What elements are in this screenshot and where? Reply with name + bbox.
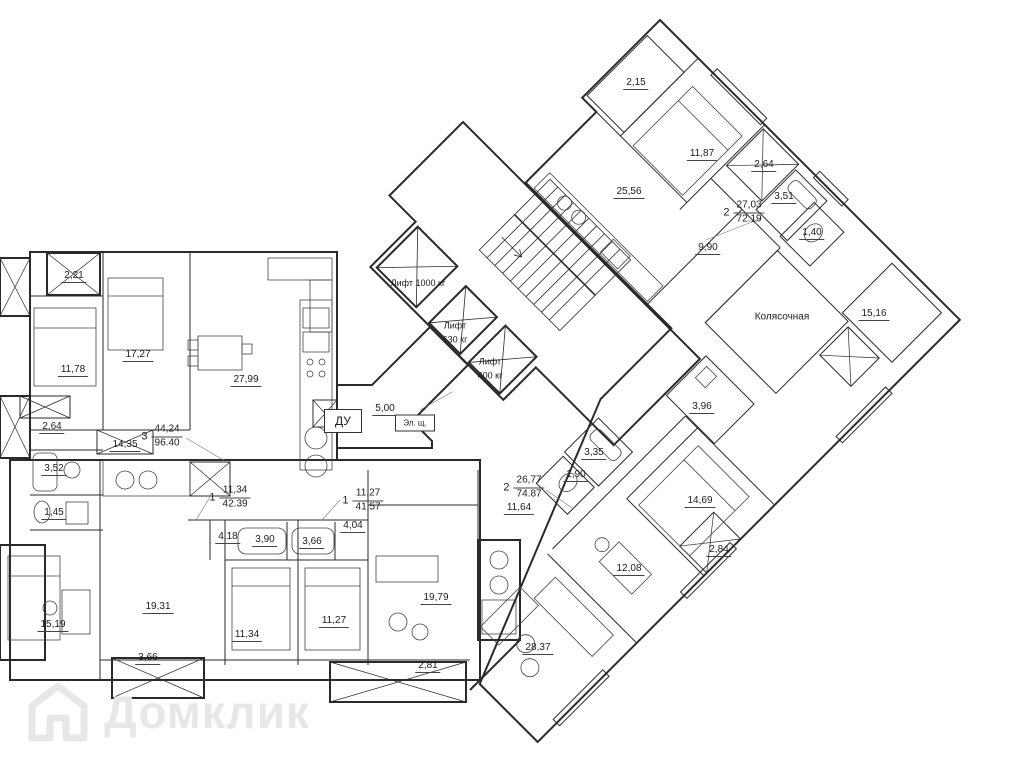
apartment-living-area: 11,27 — [352, 488, 384, 501]
room-area-balcony-366: 3,66 — [135, 653, 161, 665]
room-area-closet-264: 2,64 — [39, 422, 65, 434]
room-area-balcony-281: 2,81 — [415, 661, 441, 673]
room-area-kitchen-living-1931: 19,31 — [142, 602, 174, 614]
room-area-wc-190: 1,90 — [563, 470, 589, 482]
apartment-total-area: 42.39 — [222, 498, 248, 509]
elevator-label: Лифт 1000 кг — [390, 277, 446, 288]
staircase — [478, 178, 632, 332]
room-area-closet-264b: 2,64 — [751, 160, 777, 172]
apartment-rooms-count: 1 — [209, 491, 216, 503]
watermark-brand: Домклик — [104, 686, 310, 738]
room-area-room-1519: 15,19 — [37, 620, 69, 632]
left-wing-furniture — [7, 257, 517, 651]
right-wing — [478, 18, 962, 744]
apartment-living-area: 11,34 — [219, 485, 251, 498]
leader-lines — [419, 217, 763, 509]
room-area-bedroom-1134: 11,34 — [231, 630, 263, 642]
room-area-hall-396: 3,96 — [689, 402, 715, 414]
du-box-label: ДУ — [324, 409, 362, 433]
room-area-bath-335: 3,35 — [581, 448, 607, 460]
elevator-1000kg-shaft — [375, 225, 459, 309]
apartment-total-area: 72.19 — [736, 213, 762, 224]
room-area-hall-418: 4,18 — [215, 532, 241, 544]
room-area-wc-140: 1,40 — [799, 228, 825, 240]
room-area-bath-390: 3,90 — [252, 535, 278, 547]
apartment-total-area: 41,57 — [355, 501, 381, 512]
domclick-house-icon — [28, 682, 88, 742]
stair-core-wing — [368, 120, 702, 447]
elevator-630kg-shaft — [427, 284, 499, 356]
electrical-panel-label: Эл. щ. — [395, 414, 435, 432]
apartment-living-area: 27,03 — [733, 200, 765, 213]
room-area-bath-352: 3,52 — [41, 464, 67, 476]
room-area-living-2837: 28,37 — [522, 643, 554, 655]
apartment-total-area: 74.87 — [516, 488, 542, 499]
room-area-bedroom-1727: 17,27 — [122, 350, 154, 362]
room-area-hall-404: 4,04 — [340, 521, 366, 533]
watermark: Домклик — [26, 680, 310, 744]
apartment-rooms-count: 1 — [342, 494, 349, 506]
room-area-living-2799: 27,99 — [230, 375, 262, 387]
room-area-corridor-500: 5,00 — [372, 404, 398, 416]
room-area-wc-145: 1,45 — [41, 508, 67, 520]
elevator-crosses — [376, 226, 537, 394]
room-area-closet-284: 2,84 — [706, 545, 732, 557]
room-area-bedroom-1187: 11,87 — [686, 149, 718, 161]
room-area-loggia-215: 2,15 — [623, 78, 649, 90]
room-area-kitchen-living-2556: 25,56 — [613, 187, 645, 199]
room-label-stroller-room: Колясочная — [754, 311, 810, 323]
right-wing-inner-walls — [535, 34, 943, 727]
room-area-room-990: 9,90 — [695, 243, 721, 255]
room-area-hall-1435: 14,35 — [109, 440, 141, 452]
room-area-room-1516: 15,16 — [858, 309, 890, 321]
room-area-room-1208: 12,08 — [613, 564, 645, 576]
room-area-loggia-221: 2,21 — [61, 271, 87, 283]
apartment-rooms-count: 3 — [141, 430, 148, 442]
apartment-total-area: 96.40 — [154, 437, 180, 448]
left-wing-inner-walls — [0, 252, 479, 703]
apartment-rooms-count: 2 — [723, 206, 730, 218]
room-area-bedroom-1178: 11,78 — [57, 365, 89, 377]
apartment-living-area: 44,24 — [151, 424, 183, 437]
elevator-400kg-shaft — [467, 324, 538, 395]
room-area-bedroom-1469: 14,69 — [684, 496, 716, 508]
room-area-bath-351: 3,51 — [771, 192, 797, 204]
room-area-hall-1164: 11,64 — [503, 503, 535, 515]
room-area-kitchen-living-1979: 19,79 — [420, 593, 452, 605]
apartment-rooms-count: 2 — [503, 481, 510, 493]
right-wing-furniture — [479, 85, 823, 678]
room-area-bath-366: 3,66 — [299, 537, 325, 549]
room-area-bedroom-1127: 11,27 — [318, 616, 350, 628]
apartment-living-area: 26,77 — [513, 475, 545, 488]
